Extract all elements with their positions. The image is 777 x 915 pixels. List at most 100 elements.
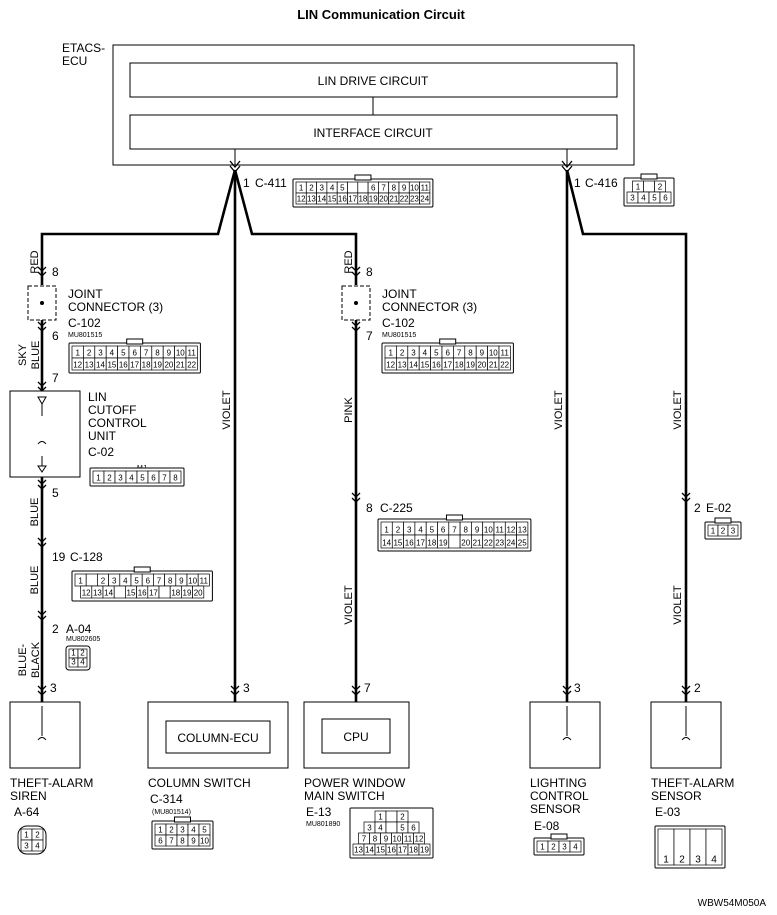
pin-number: 13	[93, 589, 102, 598]
pin-number: 13	[398, 361, 407, 370]
wire-connector-chevron	[37, 685, 47, 696]
pin-number: 15	[420, 361, 429, 370]
column-switch-pin: 3	[243, 681, 250, 695]
connector-lock-tab	[126, 338, 144, 345]
pin-number: 20	[194, 589, 203, 598]
wire-label-pink: PINK	[343, 397, 355, 423]
pin-number: 17	[416, 539, 425, 548]
pin-number: 11	[404, 835, 413, 844]
wire-connector-chevron	[351, 321, 361, 332]
pin-number: 21	[473, 539, 482, 548]
pin-number: 9	[384, 835, 389, 844]
pin-number: 6	[158, 837, 163, 846]
pin-number: 2	[107, 474, 112, 483]
pin-number: 9	[191, 837, 196, 846]
pin-number: 12	[415, 835, 424, 844]
pin-number: 15	[393, 539, 402, 548]
pin-number: 16	[119, 361, 128, 370]
pin-cell	[192, 585, 205, 599]
pin-number: 19	[420, 846, 429, 855]
pin-number: 19	[466, 361, 475, 370]
pin-number: 17	[348, 195, 357, 204]
connector-lock-tab	[354, 174, 372, 181]
pin-number: 21	[489, 361, 498, 370]
pin-number: 15	[376, 846, 385, 855]
pin-number: 3	[71, 658, 76, 667]
lin-cutoff-pin-bottom: 5	[52, 486, 59, 500]
lin-cutoff-connector: C-02	[88, 445, 114, 459]
pin-number: 14	[96, 361, 105, 370]
pin-number: 1	[96, 474, 101, 483]
pin-number: 7	[157, 577, 162, 586]
pin-number: 19	[153, 361, 162, 370]
power-window-part: MU801890	[306, 821, 340, 828]
wire-label-blue-2: BLUE	[29, 566, 41, 595]
pin-number: 1	[78, 577, 83, 586]
theft-siren-connector: A-64	[14, 805, 40, 819]
pin-cell	[385, 810, 398, 823]
c225-pin-number: 8	[366, 501, 373, 515]
pin-number: 10	[200, 837, 209, 846]
joint-left-pin-top: 8	[52, 265, 59, 279]
wire-red-mid	[233, 169, 358, 285]
pin-cell	[643, 180, 655, 193]
cpu-label: CPU	[343, 730, 368, 744]
joint-left-pin-bottom: 6	[52, 329, 59, 343]
joint-mid-node	[354, 301, 358, 305]
lighting-sensor-pin: 3	[574, 681, 581, 695]
pin-number: 8	[392, 184, 397, 193]
pin-number: 8	[168, 577, 173, 586]
joint-mid-connector: C-102	[382, 316, 415, 330]
pin-number: 6	[663, 194, 668, 203]
pin-number: 6	[371, 184, 376, 193]
pin-number: 4	[573, 843, 578, 852]
pin-cell	[169, 470, 182, 484]
a04-connector-label: A-04	[66, 622, 92, 636]
pin-number: 24	[420, 195, 429, 204]
pin-number: 1	[711, 527, 716, 536]
c225-connector-label: C-225	[380, 501, 413, 515]
pin-number: 6	[132, 349, 137, 358]
connector-lock-tab	[133, 566, 151, 573]
wire-connector-chevron	[37, 479, 47, 490]
pin-number: 2	[80, 649, 85, 658]
pin-number: 3	[180, 826, 185, 835]
pin-number: 7	[169, 837, 174, 846]
figure-id: WBW54M050A	[698, 898, 767, 909]
pin-number: 14	[104, 589, 113, 598]
c411-pin-number: 1	[243, 176, 250, 190]
pin-number: 20	[379, 195, 388, 204]
a04-pin-number: 2	[52, 622, 59, 636]
e02-pin-number: 2	[694, 501, 701, 515]
joint-mid-pin-bottom: 7	[366, 329, 373, 343]
pin-number: 8	[155, 349, 160, 358]
wire-connector-chevron	[681, 685, 691, 696]
lin-drive-circuit-label: LIN DRIVE CIRCUIT	[318, 74, 429, 88]
power-window-pin: 7	[364, 681, 371, 695]
pin-number: 4	[378, 824, 383, 833]
pin-cell	[198, 834, 211, 847]
pin-cell	[85, 573, 98, 587]
pin-cell	[347, 181, 359, 194]
pin-number: 8	[173, 474, 178, 483]
pin-number: 9	[480, 349, 485, 358]
pin-number: 3	[630, 194, 635, 203]
pin-number: 10	[410, 184, 419, 193]
pin-number: 16	[405, 539, 414, 548]
pin-number: 9	[179, 577, 184, 586]
wire-connector-chevron	[37, 537, 47, 548]
pin-number: 18	[171, 589, 180, 598]
pin-number: 12	[82, 589, 91, 598]
joint-left-node	[40, 301, 44, 305]
pin-number: 3	[112, 577, 117, 586]
wire-label-violet-theft-upper: VIOLET	[672, 390, 684, 429]
pin-number: 3	[731, 527, 736, 536]
a04-part: MU802605	[66, 636, 100, 643]
pin-number: 5	[202, 826, 207, 835]
